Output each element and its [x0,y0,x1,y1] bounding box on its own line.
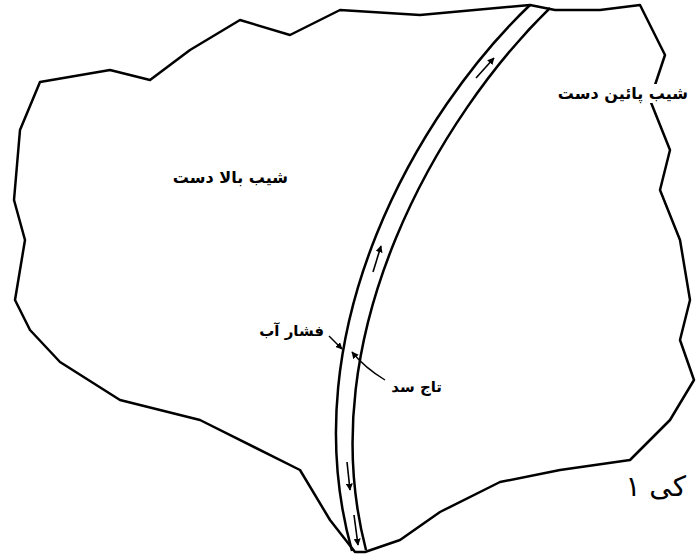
dam-downstream-face [353,8,550,550]
leader-lines [329,336,385,380]
water-pressure-label: فشار آب [257,322,326,340]
figure-number: کی ۱ [623,470,688,504]
dam-upstream-face [336,5,530,551]
dam-crest-label: تاج سد [389,378,444,396]
valley-outline [14,5,694,552]
upstream-slope-label: شیب بالا دست [171,168,290,187]
downstream-slope-label: شیب پائین دست [556,84,690,103]
thrust-arrows [347,58,494,545]
